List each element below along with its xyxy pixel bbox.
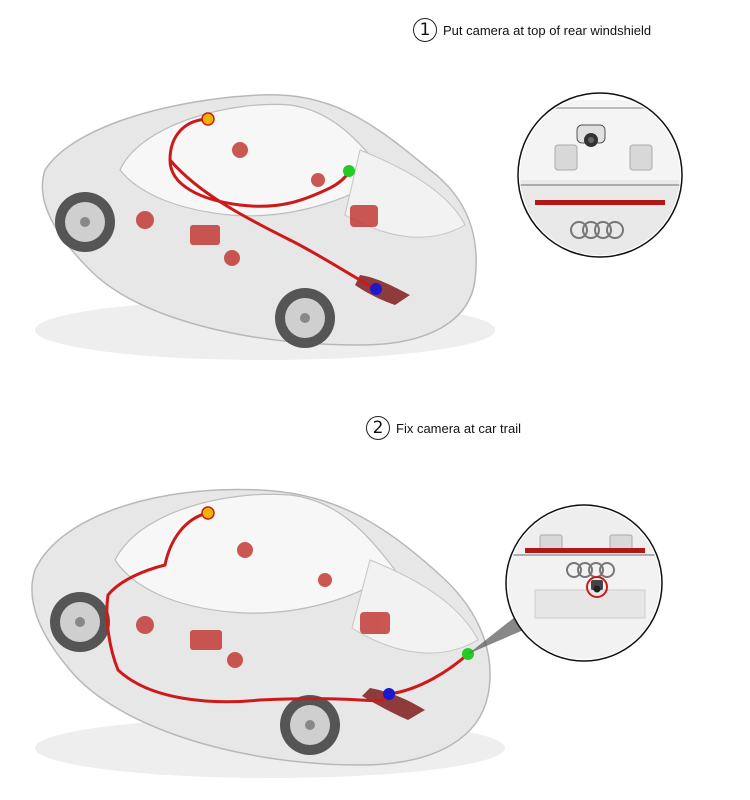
step-1-header: 1 Put camera at top of rear windshield <box>413 18 651 42</box>
step-2-header: 2 Fix camera at car trail <box>366 416 521 440</box>
car-diagram-2 <box>31 488 663 778</box>
car-interior <box>136 142 378 266</box>
step-2-caption: Fix camera at car trail <box>396 420 521 436</box>
camera-callout-2 <box>505 504 663 662</box>
step-1-panel: 1 Put camera at top of rear windshield <box>35 18 683 360</box>
rear-wheel <box>275 288 335 348</box>
step-1-caption: Put camera at top of rear windshield <box>443 22 652 38</box>
car-interior <box>136 542 390 668</box>
cable-route <box>168 117 377 291</box>
front-wheel <box>50 592 110 652</box>
camera-callout-1 <box>517 92 683 258</box>
camera-dot <box>343 165 355 177</box>
rear-dot <box>370 283 382 295</box>
front-dot <box>201 112 215 126</box>
step-1-number: 1 <box>413 18 437 42</box>
step-2-panel: 2 Fix camera at car trail <box>0 400 750 800</box>
front-wheel <box>55 192 115 252</box>
step-2-number: 2 <box>366 416 390 440</box>
front-dot <box>201 506 215 520</box>
rear-wheel <box>280 695 340 755</box>
camera-icon <box>593 585 601 593</box>
car-diagram-1 <box>35 92 683 360</box>
rear-dot <box>383 688 395 700</box>
